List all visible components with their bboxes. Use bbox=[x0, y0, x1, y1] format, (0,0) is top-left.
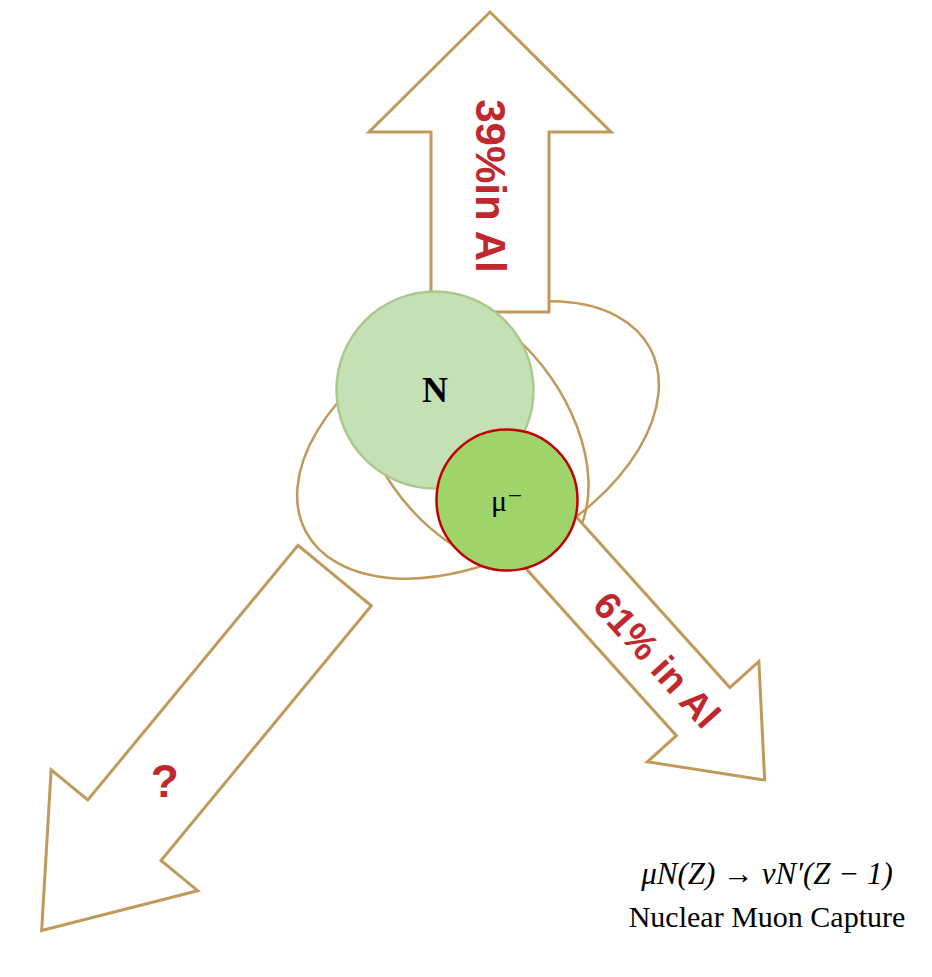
reaction-formula: μN(Z) → νN′(Z − 1) bbox=[612, 856, 922, 892]
branch-arrow: 39%in Al bbox=[369, 12, 611, 312]
particle-label: μ⁻ bbox=[491, 483, 523, 518]
circle-shape bbox=[437, 430, 578, 571]
arrow-shape bbox=[369, 12, 611, 312]
text-slot: 39%in Al bbox=[469, 99, 511, 273]
percentage-label: 39%in Al bbox=[469, 99, 511, 273]
percentage-label: ? bbox=[151, 758, 179, 804]
branch-arrow: ? bbox=[0, 515, 408, 977]
arrow-shape bbox=[0, 515, 408, 977]
muon-circle: μ⁻ bbox=[435, 428, 579, 572]
particle-label: N bbox=[422, 369, 448, 411]
arrow-shape bbox=[484, 480, 820, 830]
arrow-outline bbox=[0, 515, 408, 977]
text-slot: ? bbox=[151, 758, 179, 804]
caption-text: Nuclear Muon Capture bbox=[612, 900, 922, 934]
